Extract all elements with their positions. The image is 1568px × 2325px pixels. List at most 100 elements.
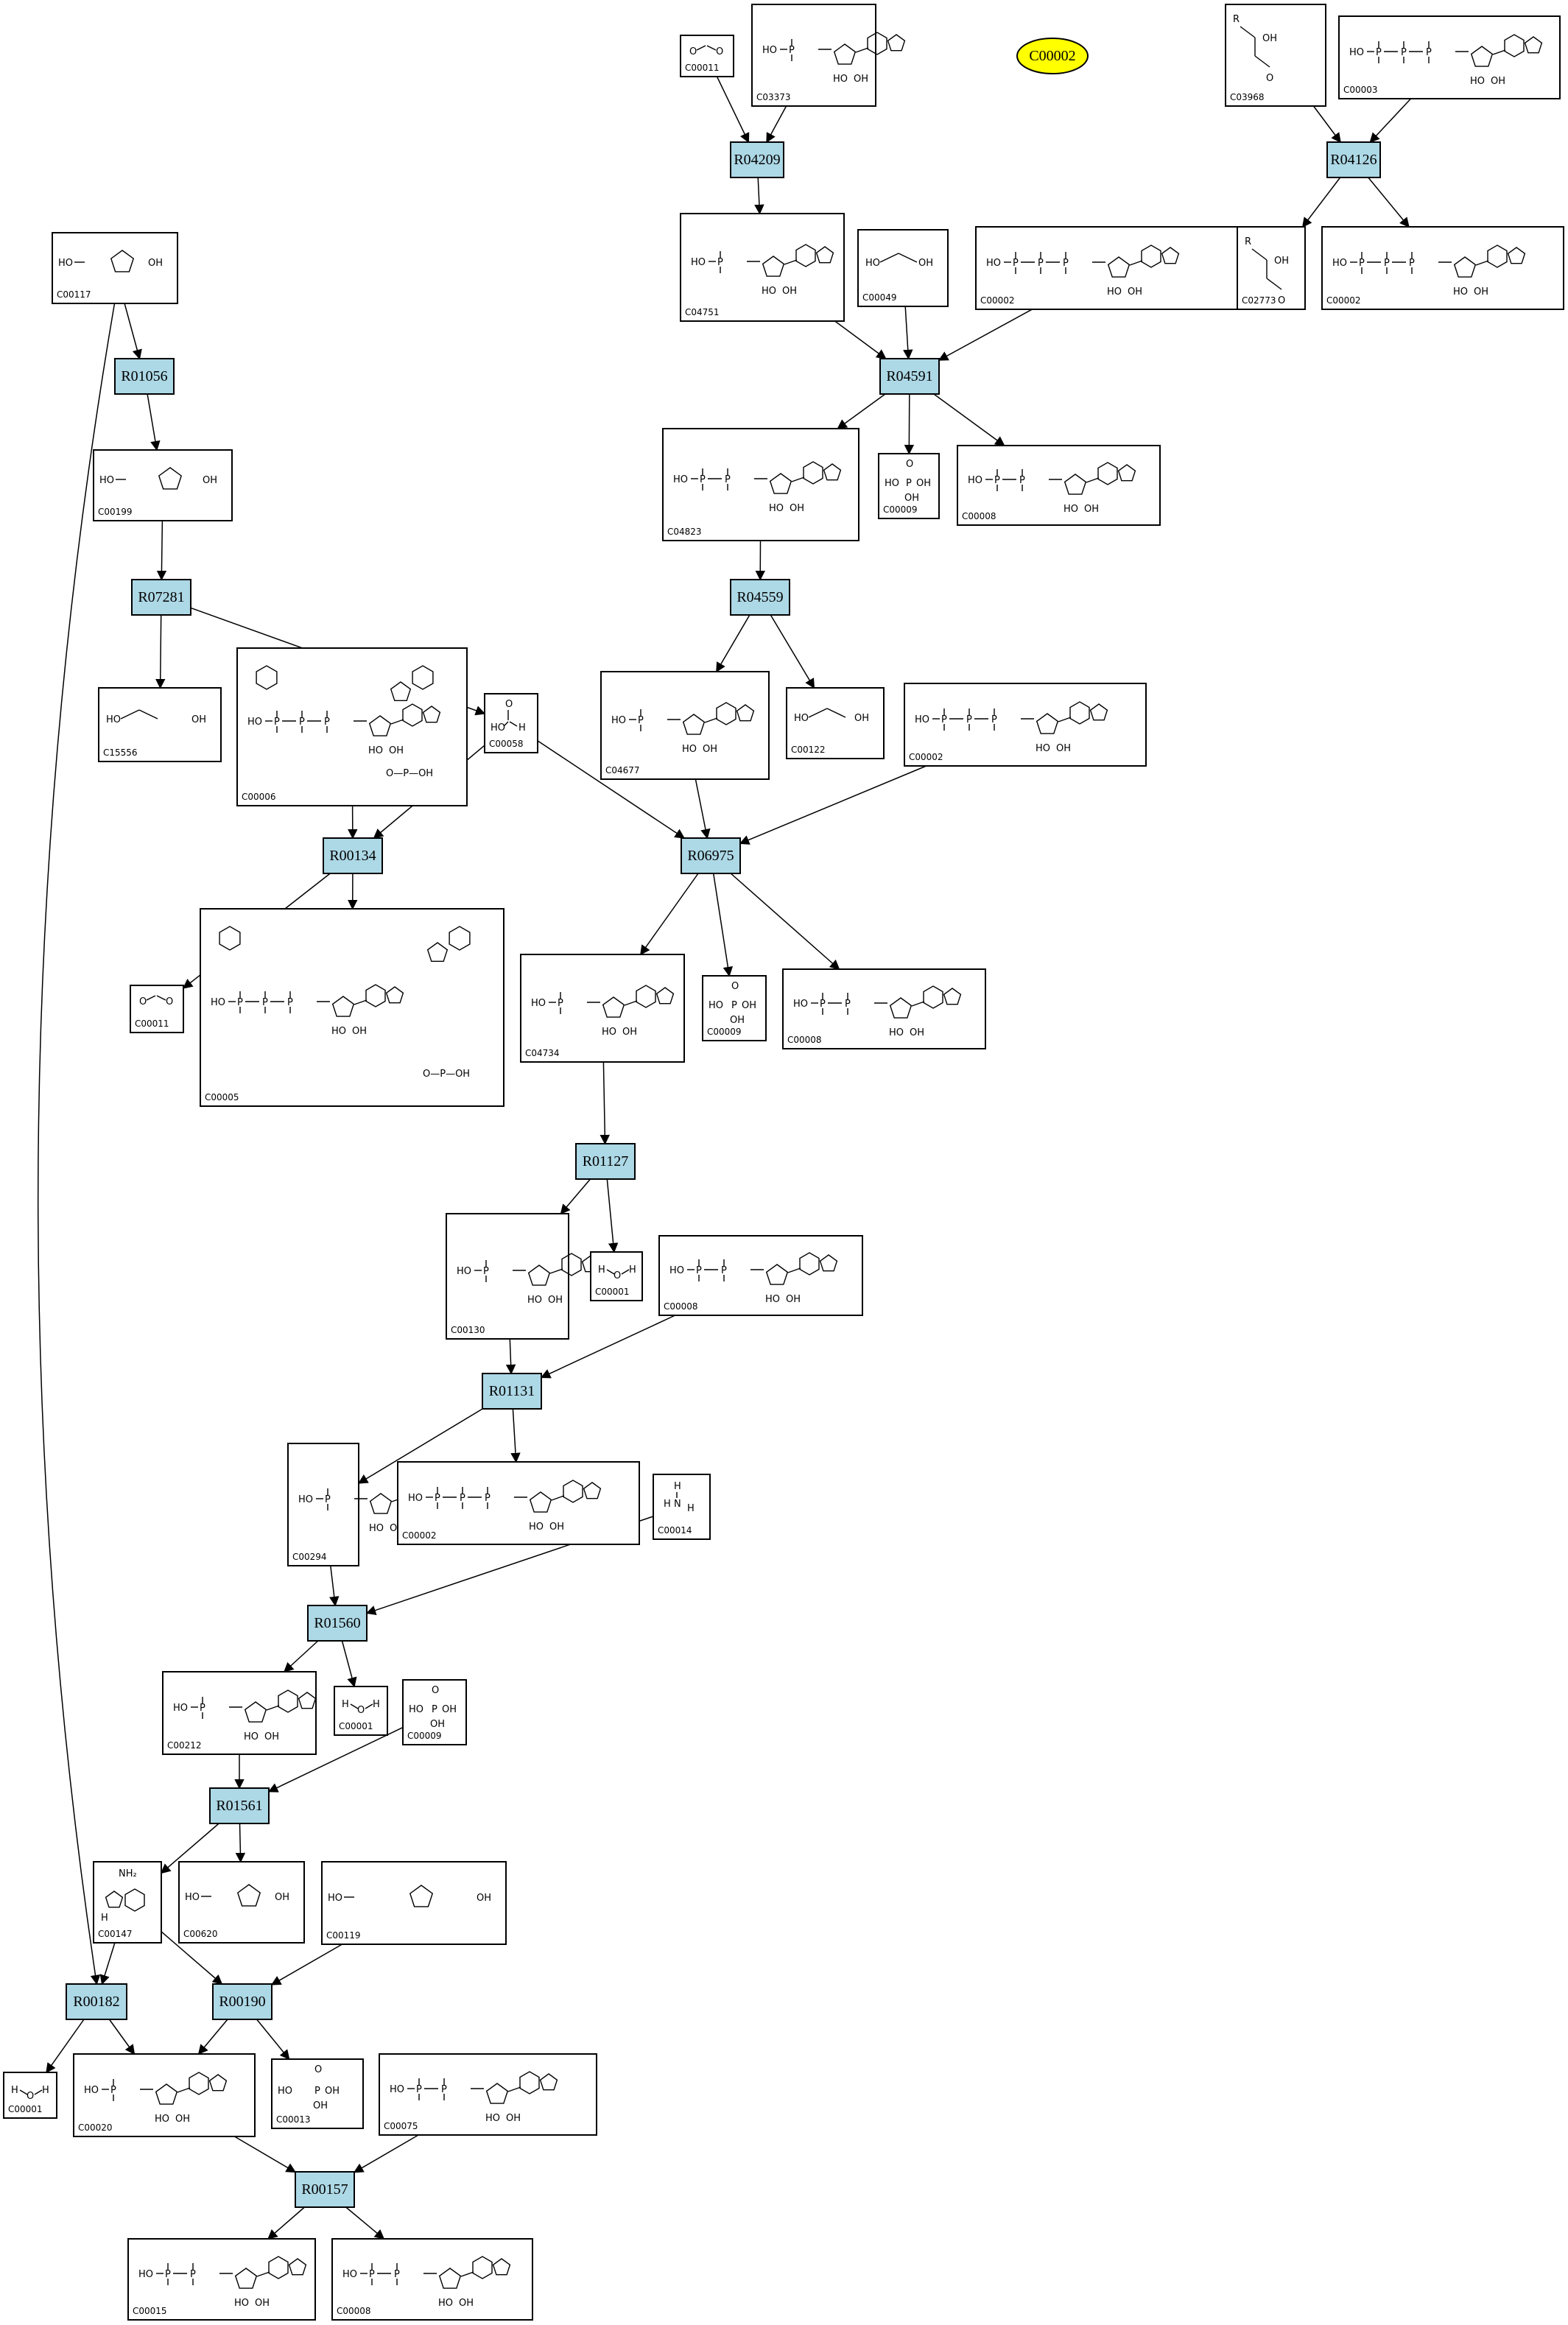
reaction-edge xyxy=(147,393,161,451)
compound-box xyxy=(287,1443,359,1566)
reaction-box xyxy=(730,141,784,178)
reaction-node[interactable]: R00134 xyxy=(323,837,383,874)
reaction-node[interactable]: R04126 xyxy=(1326,141,1381,178)
reaction-label: R04591 xyxy=(886,368,932,384)
compound-box xyxy=(331,2238,533,2321)
compound-box xyxy=(271,2058,364,2129)
compound-box xyxy=(484,693,538,753)
svg-text:H: H xyxy=(373,1699,380,1710)
svg-text:P: P xyxy=(299,717,305,728)
reaction-node[interactable]: R04559 xyxy=(730,579,790,616)
svg-text:OH: OH xyxy=(1128,286,1142,298)
svg-text:P: P xyxy=(1384,258,1390,269)
compound-box xyxy=(1237,226,1306,310)
svg-text:OH: OH xyxy=(1474,286,1488,298)
reaction-node[interactable]: R01056 xyxy=(114,358,175,395)
reaction-edge xyxy=(1312,105,1341,144)
svg-text:OH: OH xyxy=(786,1294,801,1305)
reaction-node[interactable]: R06975 xyxy=(681,837,741,874)
reaction-label: R04126 xyxy=(1330,152,1377,168)
svg-text:P: P xyxy=(110,2085,116,2096)
compound-node[interactable]: HOPHOOHC00294 xyxy=(287,1443,442,1566)
reaction-node[interactable]: R01560 xyxy=(307,1605,368,1642)
compound-label: C00212 xyxy=(167,1740,202,1751)
svg-text:O—P—OH: O—P—OH xyxy=(423,1069,470,1080)
reaction-node[interactable]: R00190 xyxy=(212,1983,273,2020)
svg-text:H: H xyxy=(664,1499,671,1510)
reaction-node[interactable]: R04209 xyxy=(730,141,784,178)
reaction-edge xyxy=(270,1944,342,1985)
reaction-node[interactable]: R00157 xyxy=(295,2171,355,2208)
compound-label: C00075 xyxy=(384,2121,418,2131)
compound-label: C02773 xyxy=(1242,295,1276,306)
highlight-compound[interactable]: C00002 xyxy=(1016,38,1089,74)
reaction-node[interactable]: R07281 xyxy=(131,579,191,616)
svg-text:HO: HO xyxy=(342,2269,357,2280)
reaction-node[interactable]: R01131 xyxy=(482,1373,542,1410)
svg-text:HO: HO xyxy=(833,74,848,85)
reaction-node[interactable]: R01127 xyxy=(575,1143,636,1180)
svg-text:P: P xyxy=(441,2084,447,2095)
reaction-label: R00157 xyxy=(301,2181,348,2198)
reaction-node[interactable]: R04591 xyxy=(879,358,940,395)
reaction-edge xyxy=(267,1726,404,1793)
reaction-node[interactable]: R01561 xyxy=(209,1787,270,1824)
reaction-edge xyxy=(234,2136,297,2173)
reaction-node[interactable]: R00182 xyxy=(66,1983,127,2020)
svg-text:P: P xyxy=(324,717,330,728)
reaction-box xyxy=(307,1605,368,1642)
structure-drawing: HOH xyxy=(342,1699,380,1716)
svg-text:OH: OH xyxy=(703,744,717,755)
svg-text:HO: HO xyxy=(1036,743,1050,754)
svg-text:HO: HO xyxy=(611,715,626,726)
